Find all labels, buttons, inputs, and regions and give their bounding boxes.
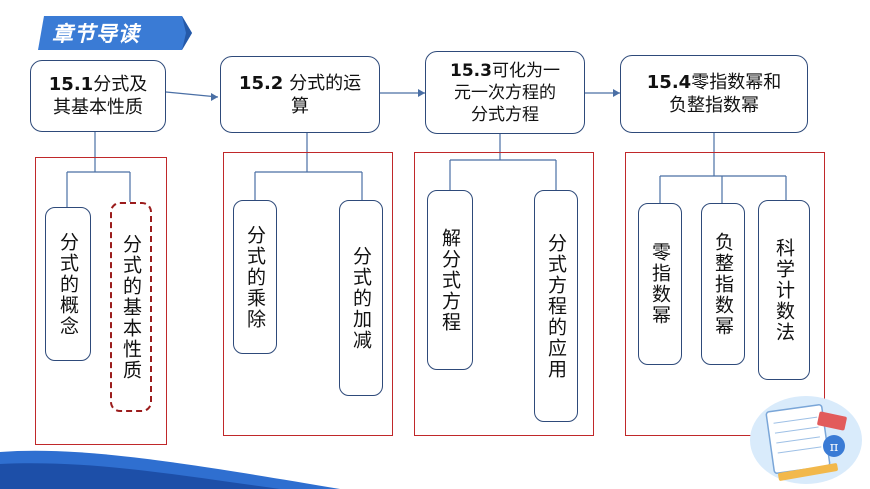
section-3-title: 可化为一 <box>491 60 560 81</box>
section-2-title-line2: 算 <box>291 95 309 117</box>
item-negative-exponent: 负整指数幂 <box>701 203 745 365</box>
wave-decoration <box>0 450 340 489</box>
section-1-frame <box>35 157 167 445</box>
item-equation-application: 分式方程的应用 <box>534 190 578 422</box>
section-4-frame <box>625 152 825 436</box>
item-fraction-concept: 分式的概念 <box>45 207 91 361</box>
item-add-subtract: 分式的加减 <box>339 200 383 396</box>
section-4-number: 15.4 <box>646 72 692 93</box>
banner-title: 章节导读 <box>52 22 140 46</box>
banner-shape <box>38 16 192 50</box>
item-multiply-divide: 分式的乘除 <box>233 200 277 354</box>
pi-symbol: π <box>830 440 839 455</box>
section-2-title: 分式的运 <box>283 72 362 94</box>
item-solve-equation: 解分式方程 <box>427 190 473 370</box>
section-2-number: 15.2 <box>238 72 284 94</box>
section-4-title-line2: 负整指数幂 <box>668 95 759 116</box>
section-1-number: 15.1 <box>48 74 94 95</box>
section-3-frame <box>414 152 594 436</box>
item-fraction-basic-property: 分式的基本性质 <box>110 202 152 412</box>
math-notebook-icon: π <box>750 396 862 484</box>
item-scientific-notation: 科学计数法 <box>758 200 810 380</box>
section-1-title: 分式及 <box>93 74 148 95</box>
section-2-heading: 15.2 分式的运算 <box>220 56 380 133</box>
section-4-heading: 15.4零指数幂和负整指数幂 <box>620 55 808 133</box>
section-1-heading: 15.1分式及其基本性质 <box>30 60 166 132</box>
section-1-title-line2: 其基本性质 <box>52 97 143 118</box>
section-3-heading: 15.3可化为一元一次方程的分式方程 <box>425 51 585 134</box>
item-zero-exponent: 零指数幂 <box>638 203 682 365</box>
section-4-title: 零指数幂和 <box>691 72 782 93</box>
section-3-title-line3: 分式方程 <box>470 104 539 125</box>
section-2-frame <box>223 152 393 436</box>
section-3-number: 15.3 <box>450 60 492 81</box>
section-3-title-line2: 元一次方程的 <box>453 82 556 103</box>
